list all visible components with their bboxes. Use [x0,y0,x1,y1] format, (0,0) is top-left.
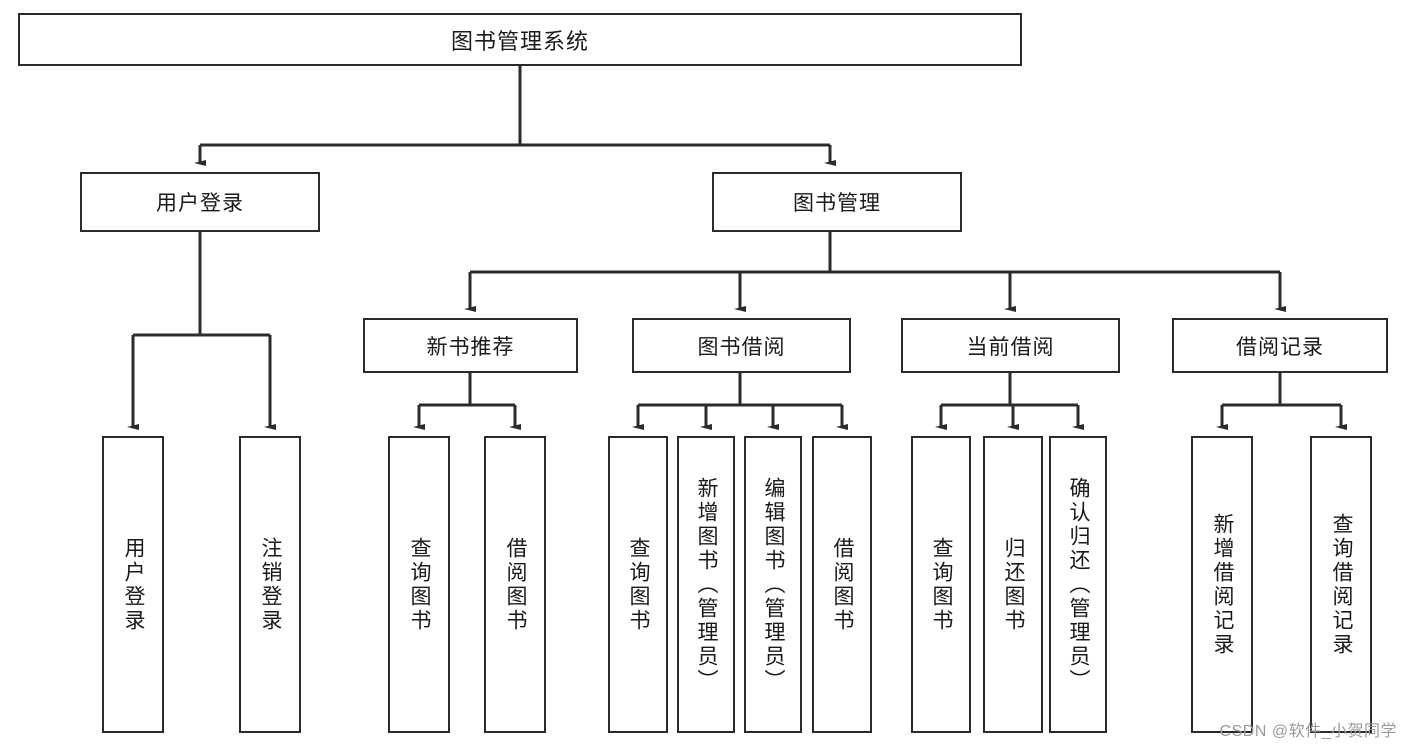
leaf-return-book[interactable]: 归还图书 [983,436,1043,733]
node-book-borrow-label: 图书借阅 [697,335,786,359]
leaf-query-book-3[interactable]: 查询图书 [911,436,971,733]
leaf-confirm-return-admin-label: 确认归还（管理员） [1067,476,1091,693]
leaf-user-login-label: 用户登录 [122,536,146,633]
node-current-borrow-label: 当前借阅 [966,335,1055,359]
node-new-book-recommend-label: 新书推荐 [426,335,515,359]
leaf-edit-book-admin[interactable]: 编辑图书（管理员） [744,436,802,733]
node-book-borrow[interactable]: 图书借阅 [632,318,851,373]
leaf-query-book-2-label: 查询图书 [627,536,651,633]
leaf-borrow-book-2-label: 借阅图书 [831,536,855,633]
leaf-confirm-return-admin[interactable]: 确认归还（管理员） [1049,436,1107,733]
node-user-login[interactable]: 用户登录 [80,172,320,232]
leaf-add-book-admin-label: 新增图书（管理员） [695,476,719,693]
node-borrow-record[interactable]: 借阅记录 [1172,318,1388,373]
leaf-edit-book-admin-label: 编辑图书（管理员） [762,476,786,693]
node-book-manage[interactable]: 图书管理 [712,172,962,232]
leaf-logout[interactable]: 注销登录 [239,436,301,733]
node-borrow-record-label: 借阅记录 [1236,335,1324,359]
leaf-add-book-admin[interactable]: 新增图书（管理员） [677,436,735,733]
node-root[interactable]: 图书管理系统 [18,13,1022,66]
leaf-add-borrow-record-label: 新增借阅记录 [1211,512,1235,657]
leaf-query-borrow-record-label: 查询借阅记录 [1330,512,1354,657]
leaf-borrow-book-2[interactable]: 借阅图书 [812,436,872,733]
node-new-book-recommend[interactable]: 新书推荐 [363,318,578,373]
watermark: CSDN @软件_小贺同学 [1219,723,1397,740]
node-root-label: 图书管理系统 [450,28,589,54]
node-user-login-label: 用户登录 [156,192,244,215]
leaf-borrow-book-1[interactable]: 借阅图书 [484,436,546,733]
leaf-query-book-2[interactable]: 查询图书 [608,436,668,733]
leaf-query-book-3-label: 查询图书 [930,536,954,633]
leaf-return-book-label: 归还图书 [1002,536,1026,633]
leaf-logout-label: 注销登录 [259,536,283,633]
leaf-borrow-book-1-label: 借阅图书 [504,536,528,633]
node-current-borrow[interactable]: 当前借阅 [901,318,1120,373]
node-book-manage-label: 图书管理 [793,192,881,215]
leaf-query-borrow-record[interactable]: 查询借阅记录 [1310,436,1372,733]
leaf-add-borrow-record[interactable]: 新增借阅记录 [1191,436,1253,733]
leaf-user-login[interactable]: 用户登录 [102,436,164,733]
leaf-query-book-1[interactable]: 查询图书 [388,436,450,733]
leaf-query-book-1-label: 查询图书 [408,536,432,633]
